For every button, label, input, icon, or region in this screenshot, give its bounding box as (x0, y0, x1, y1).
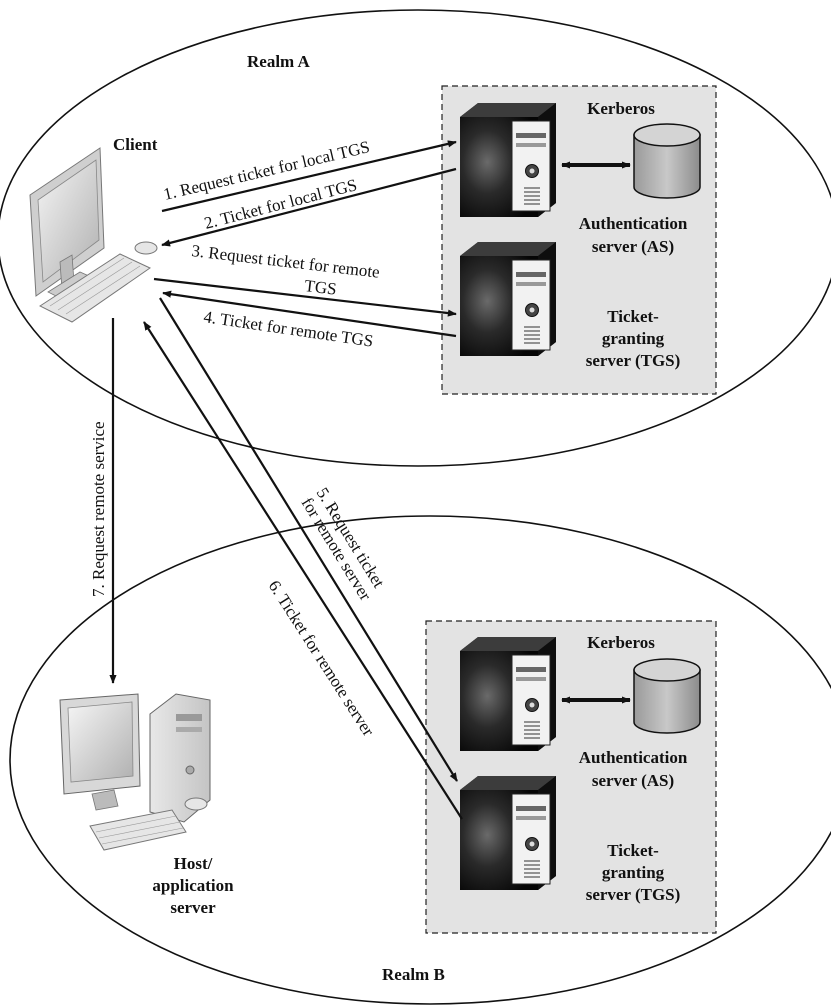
client-computer-icon (29, 147, 158, 323)
client-label: Client (113, 135, 158, 154)
host-computer-icon (59, 693, 211, 851)
realm-a-boundary (0, 9, 831, 467)
realm-a-as-server-icon (459, 102, 557, 218)
realm-a-label: Realm A (247, 52, 311, 71)
realm-a-tgs-label-line1: Ticket- (607, 307, 659, 326)
realm-b-tgs-label-line3: server (TGS) (586, 885, 681, 904)
message-7-label: 7. Request remote service (89, 421, 108, 597)
realm-b-as-server-icon (459, 636, 557, 752)
arrow-m5 (159, 297, 458, 782)
message-3-label-line2: TGS (304, 276, 338, 299)
arrow-m1 (161, 140, 457, 213)
message-3-label-line1: 3. Request ticket for remote (191, 241, 381, 282)
realm-b-boundary (9, 515, 831, 1005)
message-4-label: 4. Ticket for remote TGS (202, 307, 374, 351)
realm-a-tgs-server-icon (459, 241, 557, 357)
realm-a-database-icon (633, 123, 701, 199)
realm-b-as-label-line2: server (AS) (592, 771, 674, 790)
realm-a-as-label-line2: server (AS) (592, 237, 674, 256)
realm-b-tgs-label-line2: granting (602, 863, 665, 882)
realm-b-tgs-label-line1: Ticket- (607, 841, 659, 860)
arrow-m3 (153, 277, 457, 317)
host-label-line2: application (152, 876, 234, 895)
realm-b-as-label-line1: Authentication (579, 748, 688, 767)
realm-a-as-label-line1: Authentication (579, 214, 688, 233)
realm-b-label: Realm B (382, 965, 445, 984)
arrow-m4 (162, 290, 457, 338)
realm-a-kerberos-title: Kerberos (587, 99, 655, 118)
realm-b-tgs-server-icon (459, 775, 557, 891)
realm-a-tgs-label-line3: server (TGS) (586, 351, 681, 370)
arrow-m2 (161, 167, 457, 247)
realm-b-database-icon (633, 658, 701, 734)
host-label-line3: server (170, 898, 216, 917)
realm-b-kerberos-title: Kerberos (587, 633, 655, 652)
host-label-line1: Host/ (174, 854, 213, 873)
realm-a-tgs-label-line2: granting (602, 329, 665, 348)
arrow-m6 (143, 321, 463, 820)
